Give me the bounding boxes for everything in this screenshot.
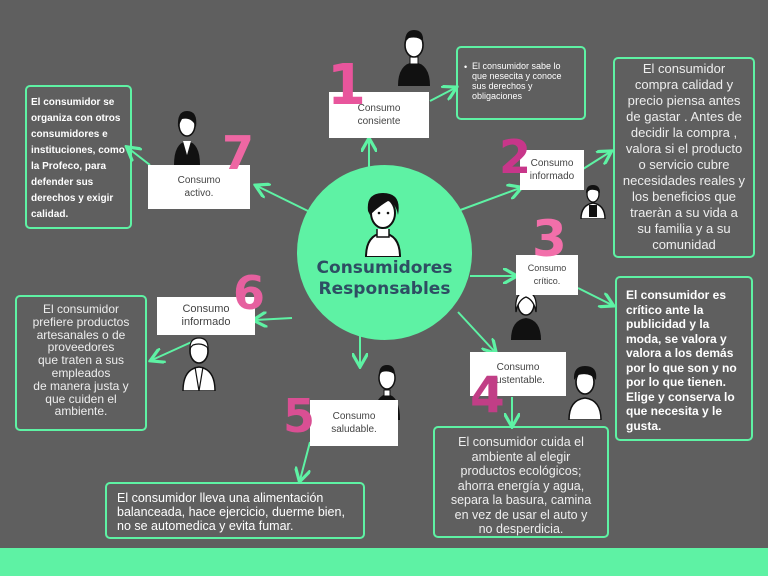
number-1: 1 (327, 53, 366, 118)
bottom-bar (0, 548, 768, 576)
bullet-dot: • (464, 62, 468, 72)
number-3: 3 (532, 210, 567, 268)
center-title-line2: Responsables (318, 279, 451, 299)
center-title-line1: Consumidores (316, 258, 453, 278)
description-box-5: El consumidor lleva una alimentación bal… (105, 482, 365, 539)
label-consumo-critico: Consumo crítico. (516, 255, 578, 295)
person-4-icon (568, 366, 602, 420)
person-3-icon (511, 291, 541, 340)
number-2: 2 (499, 130, 532, 184)
number-6: 6 (233, 266, 266, 320)
label-consumo-saludable: Consumo saludable. (310, 400, 398, 446)
description-box-3: El consumidor es crítico ante la publici… (615, 276, 753, 441)
number-4: 4 (470, 366, 505, 424)
label-consumo-sustentable: Consumo sustentable. (470, 352, 566, 396)
number-7: 7 (222, 126, 255, 180)
description-box-7: El consumidor se organiza con otros cons… (25, 85, 132, 229)
description-box-6: El consumidor prefiere productos artesan… (15, 295, 147, 431)
label-consumo-consiente: Consumo consiente (329, 92, 429, 138)
person-2-icon (580, 185, 606, 219)
label-consumo-activo: Consumo activo. (148, 165, 250, 209)
label-consumo-informado-2: Consumo informado (520, 150, 584, 190)
number-5: 5 (283, 389, 316, 443)
person-1-icon (398, 30, 430, 86)
description-box-2: El consumidor compra calidad y precio pi… (613, 57, 755, 258)
label-consumo-informado-6: Consumo informado (157, 297, 255, 335)
center-title: Consumidores Responsables (297, 258, 472, 300)
description-box-4: El consumidor cuida el ambiente al elegi… (433, 426, 609, 538)
person-6-icon (182, 337, 216, 391)
description-box-1: • El consumidor sabe lo que nesecita y c… (456, 46, 586, 120)
person-7-icon (174, 111, 200, 165)
center-person-icon (364, 193, 402, 257)
